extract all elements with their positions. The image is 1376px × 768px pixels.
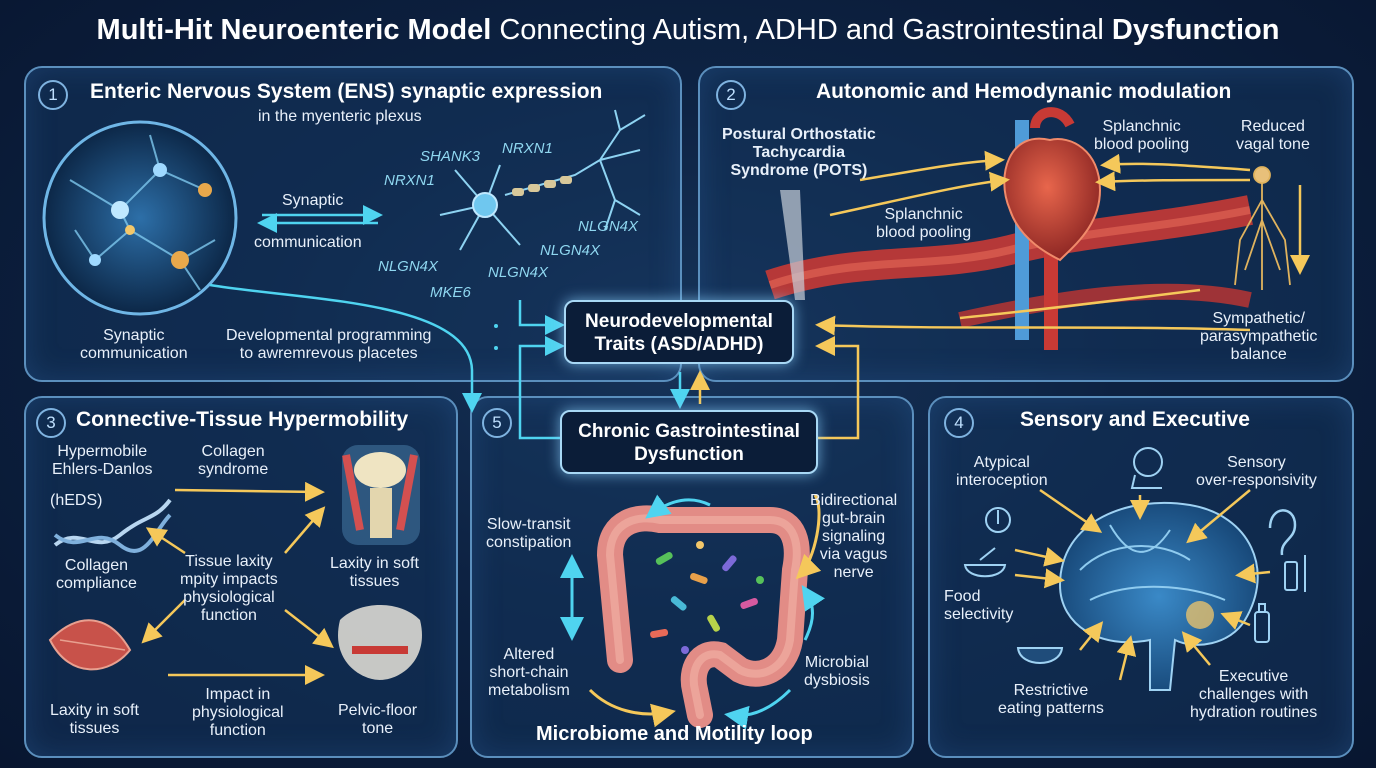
pots-label: Postural Orthostatic Tachycardia Syndrom…: [722, 126, 876, 179]
gene-label: NRXN1: [384, 172, 435, 189]
heds-abbr-label: (hEDS): [50, 492, 103, 509]
knee-joint-image: [342, 445, 420, 545]
page-title: Multi-Hit Neuroenteric Model Connecting …: [96, 14, 1280, 46]
reduced-vagal-tone-label: Reduced vagal tone: [1236, 118, 1310, 153]
synaptic-communication-label: Synaptic communication: [80, 327, 188, 362]
heart-image: [1003, 107, 1102, 262]
sensory-overresponsivity-label: Sensory over-responsivity: [1196, 454, 1317, 489]
bidirectional-signaling-label: Bidirectional gut-brain signaling via va…: [810, 492, 898, 581]
interoception-label: Atypical interoception: [956, 454, 1048, 489]
heds-label: Hypermobile Ehlers-Danlos: [52, 443, 153, 478]
muscle-arm-image: [48, 619, 132, 671]
neuron-network-image: [42, 120, 238, 316]
sympathetic-balance-label: Sympathetic/ parasympathetic balance: [1200, 310, 1318, 363]
panel2-number: 2: [716, 80, 746, 110]
panel3-title: Connective-Tissue Hypermobility: [76, 408, 409, 431]
head-icon: [1130, 447, 1163, 489]
tissue-laxity-label: Tissue laxity mpity impacts physiologica…: [180, 553, 278, 624]
panel1-subtitle: in the myenteric plexus: [258, 108, 422, 125]
panel4-title: Sensory and Executive: [1020, 408, 1250, 431]
interoception-icon: [985, 507, 1011, 533]
communication-label: communication: [254, 234, 362, 251]
collagen-syndrome-label: Collagen syndrome: [198, 443, 269, 478]
splanchnic-pooling-mid-label: Splanchnic blood pooling: [876, 206, 972, 241]
laxity-soft-tissues-right-label: Laxity in soft tissues: [330, 555, 419, 590]
food-selectivity-label: Food selectivity: [944, 588, 1014, 623]
impact-physiological-label: Impact in physiological function: [192, 686, 284, 739]
gene-label: NLGN4X: [488, 264, 549, 281]
microbial-dysbiosis-label: Microbial dysbiosis: [804, 654, 870, 689]
executive-challenges-label: Executive challenges with hydration rout…: [1190, 668, 1318, 721]
colon-image: [596, 505, 810, 728]
pelvis-image: [338, 605, 422, 680]
splanchnic-pooling-top-label: Splanchnic blood pooling: [1094, 118, 1190, 153]
brain-image: [1058, 501, 1259, 691]
panel4-number: 4: [944, 408, 974, 438]
utensils-icon: [1284, 555, 1306, 592]
gene-label: NLGN4X: [378, 258, 439, 275]
panel2-title: Autonomic and Hemodynanic modulation: [816, 80, 1232, 103]
panel5-title: Microbiome and Motility loop: [536, 723, 813, 745]
gene-label: NLGN4X: [578, 218, 639, 235]
microbe-cluster-image: [650, 541, 764, 654]
panel1-title: Enteric Nervous System (ENS) synaptic ex…: [90, 80, 603, 103]
slow-transit-label: Slow-transit constipation: [486, 516, 572, 551]
chronic-gi-dysfunction-node: Chronic Gastrointestinal Dysfunction: [560, 410, 818, 474]
panel5-number: 5: [482, 408, 512, 438]
gene-label: NRXN1: [502, 140, 553, 157]
developmental-programming-label: Developmental programming to awremrevous…: [226, 327, 432, 362]
vagus-nerve-image: [1234, 166, 1291, 290]
synaptic-label: Synaptic: [282, 192, 344, 209]
laxity-soft-tissues-left-label: Laxity in soft tissues: [50, 702, 139, 737]
panel3-number: 3: [36, 408, 66, 438]
neurodevelopmental-traits-node: Neurodevelopmental Traits (ASD/ADHD): [564, 300, 794, 364]
food-bowl-icon: [1016, 647, 1064, 664]
bowl-icon: [963, 547, 1007, 578]
restrictive-eating-label: Restrictive eating patterns: [998, 682, 1104, 717]
panel-sensory: [928, 396, 1354, 758]
pelvic-floor-label: Pelvic-floor tone: [338, 702, 418, 737]
bottle-icon: [1254, 603, 1270, 643]
gene-label: SHANK3: [420, 148, 481, 165]
ear-icon: [1268, 509, 1297, 556]
altered-metabolism-label: Altered short-chain metabolism: [488, 646, 570, 699]
gene-label: NLGN4X: [540, 242, 601, 259]
collagen-compliance-label: Collagen compliance: [56, 557, 137, 592]
gene-label: MKE6: [430, 284, 471, 301]
panel1-number: 1: [38, 80, 68, 110]
